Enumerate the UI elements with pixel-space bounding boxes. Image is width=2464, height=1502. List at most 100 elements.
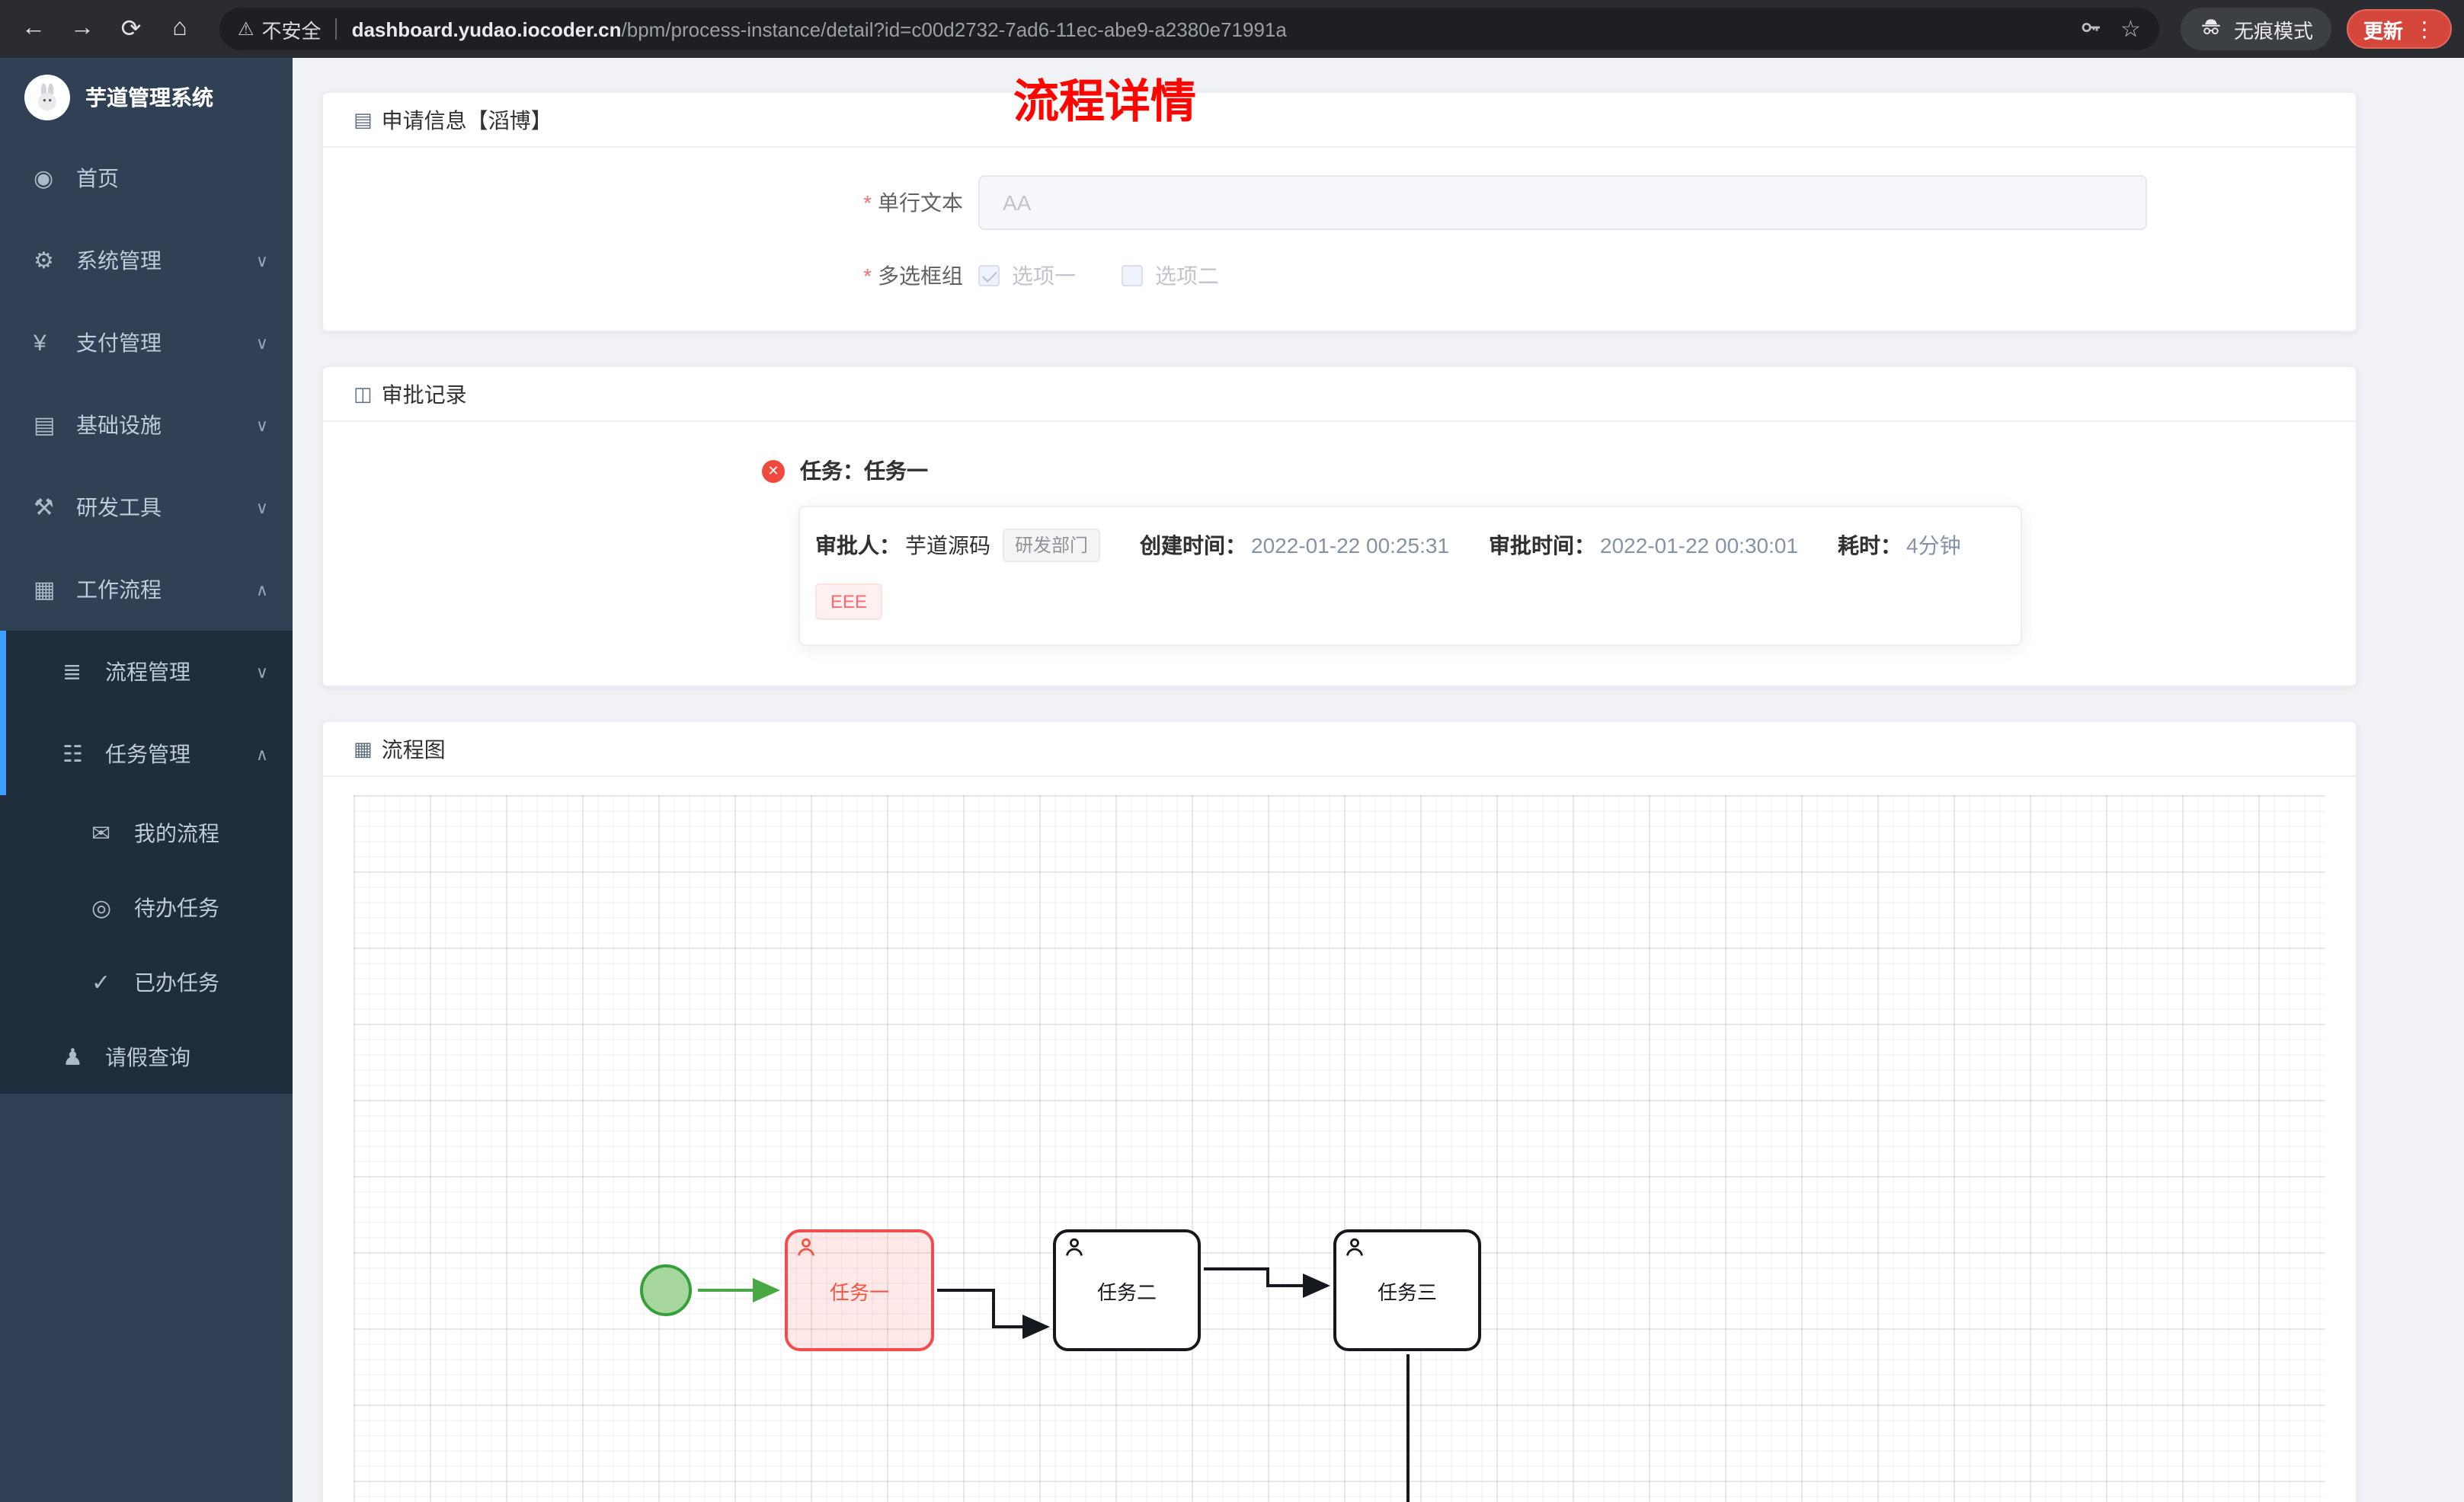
main-content: 流程详情 ▤ 申请信息【滔博】 单行文本 多选框组 [293, 58, 2464, 1502]
omnibox-divider [334, 18, 337, 40]
apply-info-card: ▤ 申请信息【滔博】 单行文本 多选框组 选项一 [322, 91, 2357, 332]
bookmark-star-icon[interactable]: ☆ [2120, 17, 2141, 43]
sidebar-item-task-management[interactable]: ☷ 任务管理 ∧ [0, 713, 293, 795]
address-bar[interactable]: ⚠ 不安全 dashboard.yudao.iocoder.cn/bpm/pro… [219, 8, 2159, 50]
forward-icon[interactable]: → [70, 15, 94, 41]
chevron-down-icon: ∨ [255, 499, 268, 517]
checkbox-label: 选项二 [1155, 264, 1219, 288]
process-diagram-card: ▦ 流程图 [322, 721, 2357, 1502]
created-time-label: 创建时间： [1140, 533, 1247, 558]
user-task-icon [795, 1237, 817, 1263]
apply-info-card-title: 申请信息【滔博】 [381, 107, 552, 132]
sidebar-item-label: 已办任务 [134, 970, 219, 994]
task-node-2[interactable]: 任务二 [1053, 1229, 1201, 1351]
single-line-text-input[interactable] [978, 175, 2147, 230]
sidebar-item-process-management[interactable]: ≣ 流程管理 ∨ [0, 631, 293, 713]
chevron-up-icon: ∧ [255, 746, 268, 764]
home-icon[interactable]: ⌂ [172, 15, 187, 41]
record-icon: ◫ [354, 382, 373, 404]
sidebar-item-label: 工作流程 [76, 577, 162, 602]
person-icon: ♟ [62, 1044, 83, 1070]
created-time-value: 2022-01-22 00:25:31 [1251, 533, 1450, 558]
payment-icon: ¥ [34, 330, 46, 356]
checkbox-unchecked-icon [1122, 265, 1143, 286]
browser-update-button[interactable]: 更新 ⋮ [2346, 9, 2452, 49]
todo-task-icon: ◎ [91, 895, 112, 921]
sidebar: 芋道管理系统 ◉ 首页 ⚙ 系统管理 ∨ ¥ 支付管理 ∨ ▤ 基础设施 ∨ [0, 58, 293, 1502]
task-node-label: 任务三 [1377, 1280, 1437, 1303]
menu-kebab-icon[interactable]: ⋮ [2414, 16, 2435, 40]
checkbox-option-1[interactable]: 选项一 [978, 260, 1076, 291]
dashboard-icon: ◉ [34, 166, 54, 192]
update-label: 更新 [2363, 19, 2403, 42]
approved-time-field: 审批时间： 2022-01-22 00:30:01 [1489, 530, 1798, 561]
sidebar-item-workflow[interactable]: ▦ 工作流程 ∧ [0, 548, 293, 631]
gear-icon: ⚙ [34, 248, 54, 274]
sidebar-item-home[interactable]: ◉ 首页 [0, 137, 293, 219]
start-event-node[interactable] [640, 1264, 692, 1316]
process-diagram-card-title: 流程图 [381, 737, 446, 761]
bpmn-connectors [698, 1267, 1410, 1502]
sidebar-item-label: 支付管理 [76, 331, 162, 355]
app-title: 芋道管理系统 [85, 85, 213, 110]
approver-field: 审批人： 芋道源码 研发部门 [815, 529, 1101, 562]
sidebar-item-my-process[interactable]: ✉ 我的流程 [0, 795, 293, 870]
chevron-down-icon: ∨ [255, 252, 268, 270]
approval-record-card: ◫ 审批记录 ✕ 任务：任务一 审批人： 芋道源码 研发部门 [322, 366, 2357, 687]
sidebar-item-label: 待办任务 [134, 895, 219, 919]
bpmn-canvas[interactable]: 任务一 任务二 [354, 795, 2325, 1502]
checkbox-group-label: 多选框组 [323, 260, 978, 291]
incognito-badge: 无痕模式 [2180, 8, 2331, 50]
app-logo [24, 75, 70, 120]
sidebar-item-label: 任务管理 [105, 742, 190, 766]
key-icon[interactable] [2078, 14, 2102, 43]
workflow-submenu: ≣ 流程管理 ∨ ☷ 任务管理 ∧ ✉ 我的流程 ◎ 待办任务 [0, 631, 293, 1094]
created-time-field: 创建时间： 2022-01-22 00:25:31 [1140, 530, 1449, 561]
form-row-checkbox: 多选框组 选项一 选项二 [323, 260, 2356, 291]
back-icon[interactable]: ← [21, 15, 46, 41]
task-node-3[interactable]: 任务三 [1333, 1229, 1481, 1351]
approved-time-label: 审批时间： [1489, 533, 1596, 558]
sidebar-item-todo-tasks[interactable]: ◎ 待办任务 [0, 870, 293, 944]
sidebar-item-devtools[interactable]: ⚒ 研发工具 ∨ [0, 466, 293, 548]
form-row-text: 单行文本 [323, 175, 2356, 230]
security-label[interactable]: 不安全 [261, 19, 322, 42]
chevron-down-icon: ∨ [255, 663, 268, 682]
apply-info-card-header: ▤ 申请信息【滔博】 [323, 93, 2356, 148]
url-text[interactable]: dashboard.yudao.iocoder.cn/bpm/process-i… [352, 18, 2062, 40]
task-node-label: 任务二 [1096, 1280, 1157, 1303]
sidebar-item-label: 我的流程 [134, 820, 219, 845]
devtools-icon: ⚒ [34, 495, 54, 521]
department-tag: 研发部门 [1003, 529, 1101, 562]
workflow-icon: ▦ [34, 577, 56, 603]
diagram-icon: ▦ [354, 737, 373, 759]
document-icon: ▤ [354, 107, 373, 130]
checkbox-option-2[interactable]: 选项二 [1122, 260, 1219, 291]
sidebar-item-payment[interactable]: ¥ 支付管理 ∨ [0, 302, 293, 384]
sidebar-item-done-tasks[interactable]: ✓ 已办任务 [0, 944, 293, 1019]
task-timeline-item: ✕ 任务：任务一 [762, 455, 2325, 486]
url-host: dashboard.yudao.iocoder.cn [351, 18, 622, 40]
sidebar-item-label: 流程管理 [105, 660, 190, 684]
sidebar-item-label: 系统管理 [76, 248, 162, 273]
flow-arrow-task2-task3 [1204, 1267, 1330, 1298]
checkbox-checked-icon [978, 265, 1000, 286]
text-field-label: 单行文本 [323, 187, 978, 218]
done-task-icon: ✓ [91, 970, 111, 995]
sidebar-item-leave-query[interactable]: ♟ 请假查询 [0, 1019, 293, 1094]
app-logo-row[interactable]: 芋道管理系统 [0, 58, 293, 137]
approval-detail-box: 审批人： 芋道源码 研发部门 创建时间： 2022-01-22 00:25:31… [798, 506, 2022, 646]
flow-arrow-task1-task2 [937, 1289, 1050, 1339]
task-node-1[interactable]: 任务一 [785, 1229, 934, 1351]
sidebar-item-system[interactable]: ⚙ 系统管理 ∨ [0, 219, 293, 302]
process-diagram-card-header: ▦ 流程图 [323, 722, 2356, 777]
approval-record-card-title: 审批记录 [381, 382, 467, 406]
browser-toolbar: ← → ⟳ ⌂ ⚠ 不安全 dashboard.yudao.iocoder.cn… [0, 0, 2464, 58]
sidebar-item-infrastructure[interactable]: ▤ 基础设施 ∨ [0, 384, 293, 466]
infrastructure-icon: ▤ [34, 413, 56, 439]
reload-icon[interactable]: ⟳ [120, 17, 142, 43]
duration-field: 耗时： 4分钟 [1838, 530, 1961, 561]
process-management-icon: ≣ [62, 660, 82, 685]
sidebar-item-label: 首页 [76, 166, 119, 190]
approval-meta-row: 审批人： 芋道源码 研发部门 创建时间： 2022-01-22 00:25:31… [815, 529, 2005, 562]
